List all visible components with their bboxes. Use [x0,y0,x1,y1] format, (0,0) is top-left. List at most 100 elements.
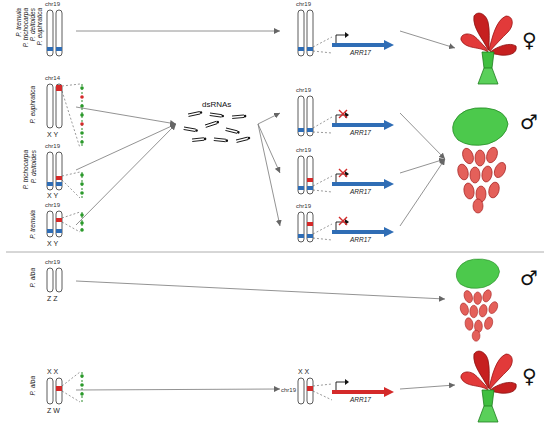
flow-arrow [76,124,176,225]
chromosome [56,84,62,128]
male-catkin [453,108,508,213]
arr17-band [47,47,53,51]
chromosome-pair [298,96,313,136]
chromosome-pair: P. trichocarpaP. deltoideschr19X Y [14,140,76,200]
promoter-arrow [336,382,345,390]
chromosome [298,156,304,194]
chromosome [307,10,313,56]
gene-body [332,123,384,127]
chromosome-pair [47,211,62,237]
flow-arrow [76,389,280,390]
gene-body [332,43,384,47]
repeat-dot [80,182,84,186]
repeat-dot [80,228,84,232]
chromosome [56,10,62,56]
dsrna [188,111,203,117]
zoom-line [313,37,332,53]
gene-arrowhead [384,120,394,130]
female-catkin [461,351,516,422]
chromosome-label: chr19 [45,259,60,265]
flow-arrow [258,124,280,173]
gene-label: ARR17 [350,50,371,57]
flow-arrow [258,124,280,226]
species-label: P. tremula [16,8,23,37]
chromosome [47,378,53,404]
promoter-head [345,32,349,38]
species-label: P. euphratica [37,8,44,45]
chromosome [47,152,53,190]
y-region-band [56,218,62,222]
chromosome [307,212,313,242]
gene-locus: chr19ARR17 [280,202,400,250]
repeat-dot [80,104,84,108]
gene-label: ARR17 [350,397,371,404]
arr17-band [47,229,53,233]
chromosome [307,96,313,136]
repeat-dot [80,173,84,177]
dsrna [184,127,199,132]
zoom-line [313,176,332,192]
dsrna-label: dsRNAs [202,101,231,109]
repeat-dot [80,122,84,126]
chromosome [47,211,53,237]
male-catkin [456,259,499,341]
zoom-line [62,212,80,232]
chromosome [56,268,62,292]
dsrna [210,113,225,118]
repeat-dot [80,131,84,135]
dsrna-pool: dsRNAs [176,98,258,150]
y-region-band [307,222,313,226]
species-label: P. deltoides [31,150,38,183]
w-region-band [307,386,313,391]
gene-arrowhead [384,387,394,397]
repeat-dot [80,95,84,99]
gene-locus: chr19ARR17 [280,0,400,62]
gene-label: ARR17 [350,130,371,137]
inverted-repeat-chain [62,212,84,232]
y-region-band [56,176,62,180]
chromosome [298,378,304,404]
flow-arrow [400,159,445,226]
chromosome-label: chr19 [296,1,311,7]
gene-body [332,390,384,394]
gene-arrowhead [384,40,394,50]
chromosome-label: chr19 [296,147,311,153]
chromosome-pair [298,378,313,404]
gene-locus: chr19ARR17 [280,146,400,200]
chromosome-pair [47,10,62,56]
chromosome-pair: P. albachr19Z Z [14,256,76,306]
female-catkin [461,13,516,84]
chromosome-pair [298,156,313,194]
female-flower: ♀ [455,4,545,92]
chromosome-label: chr19 [296,203,311,209]
arr17-band [298,186,304,190]
chromosome-pair [47,268,62,292]
sex-chromosome-label: X X [298,368,309,375]
chromosome-pair [47,84,62,128]
chromosome-pair [47,378,62,404]
flow-arrow [76,31,280,32]
repeat-dot [80,191,84,195]
chromosome [47,10,53,56]
dsrna [232,115,246,119]
chromosome [298,212,304,242]
zoom-line [62,172,80,198]
repeat-dot [80,113,84,117]
promoter-arrow [336,35,345,43]
chromosome-pair: P. tremulachr19X Y [14,200,76,250]
gene-body [332,182,384,186]
flow-arrow [400,159,445,173]
arr17-band [307,47,313,51]
flow-arrow [258,113,280,124]
chromosome-label: chr19 [45,202,60,208]
arr17-band [56,229,62,233]
repeat-dot [80,383,84,387]
sex-chromosome-label: Z W [47,407,60,414]
sex-symbol: ♀ [522,30,537,50]
inverted-repeat-chain [62,172,84,198]
dsrna-molecules [184,111,251,142]
species-label: P. alba [30,376,37,395]
flow-arrow [76,124,176,170]
